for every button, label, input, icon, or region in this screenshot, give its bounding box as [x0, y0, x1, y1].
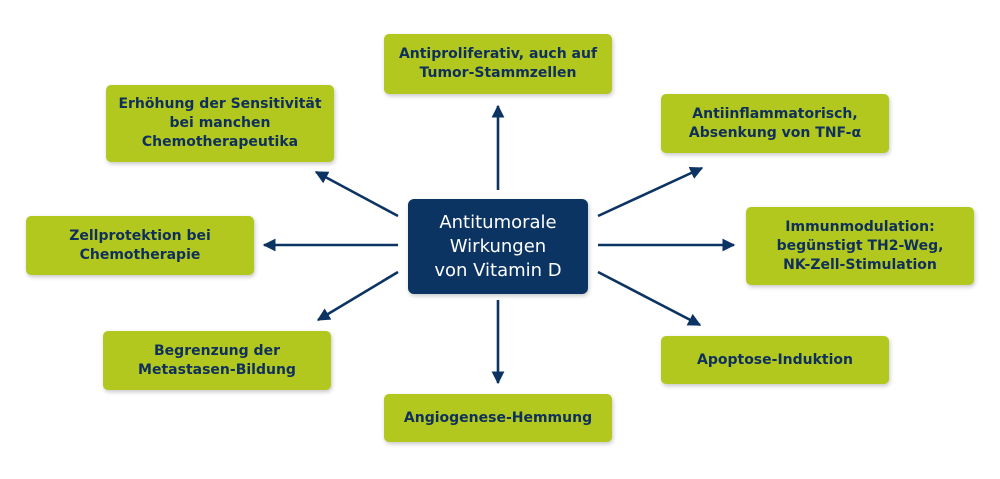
- effect-antiproliferative: Antiproliferativ, auch auf Tumor-Stammze…: [384, 34, 612, 94]
- effect-apoptosis: Apoptose-Induktion: [661, 336, 889, 384]
- effect-immunomodulation: Immunmodulation: begünstigt TH2-Weg, NK-…: [746, 207, 974, 285]
- effect-chemo-sensitivity: Erhöhung der Sensitivität bei manchen Ch…: [106, 85, 334, 162]
- effect-antiinflammatory: Antiinflammatorisch, Absenkung von TNF-α: [661, 94, 889, 153]
- center-node: Antitumorale Wirkungen von Vitamin D: [408, 199, 588, 294]
- arrow-top-left: [314, 170, 399, 218]
- effect-metastasis-limitation: Begrenzung der Metastasen-Bildung: [103, 331, 331, 390]
- effect-cell-protection: Zellprotektion bei Chemotherapie: [26, 216, 254, 275]
- arrow-bottom-right: [597, 270, 702, 327]
- effect-angiogenesis-inhibition: Angiogenese-Hemmung: [384, 394, 612, 442]
- arrow-top-right: [597, 166, 704, 218]
- arrow-bottom-left: [316, 270, 399, 322]
